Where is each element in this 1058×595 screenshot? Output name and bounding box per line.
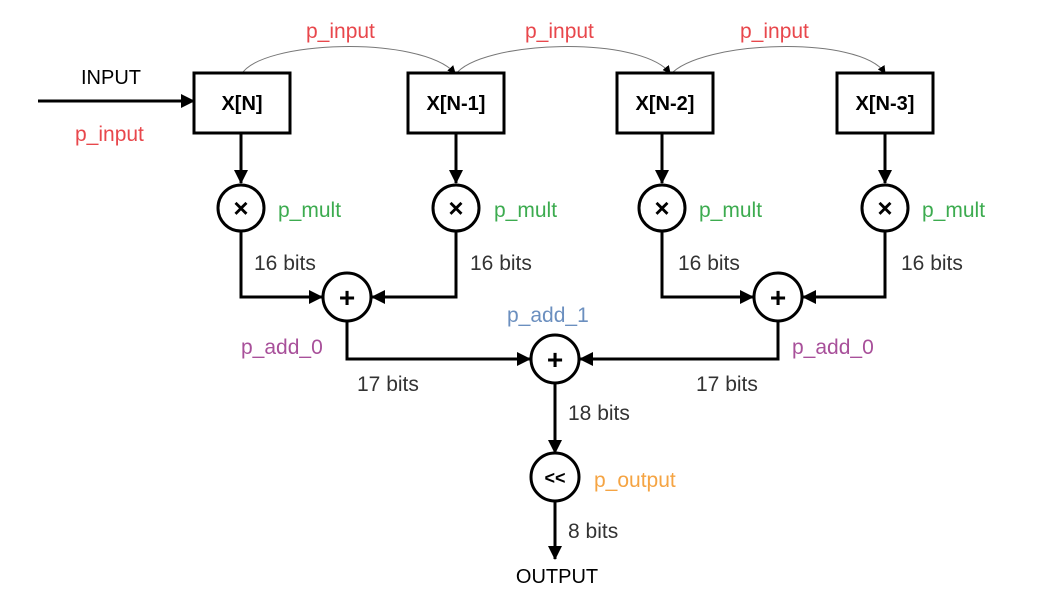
mult3-to-add0-right-path bbox=[802, 231, 887, 304]
bits-label-mult2: 16 bits bbox=[678, 252, 740, 275]
svg-text:+: + bbox=[339, 282, 355, 313]
register-x-n: X[N] bbox=[192, 71, 292, 135]
p-mult-label-2: p_mult bbox=[699, 199, 762, 222]
bits-label-add1: 18 bits bbox=[568, 402, 630, 425]
svg-text:×: × bbox=[877, 193, 892, 223]
adder-0-left: + bbox=[321, 271, 373, 323]
svg-text:X[N]: X[N] bbox=[221, 93, 262, 115]
multiplier-3: × bbox=[860, 183, 910, 233]
svg-text:X[N-2]: X[N-2] bbox=[636, 93, 695, 115]
p-input-label-1: p_input bbox=[306, 20, 375, 43]
output-label: OUTPUT bbox=[516, 566, 598, 588]
adder-0-right: + bbox=[752, 271, 804, 323]
bits-label-output: 8 bits bbox=[568, 520, 618, 543]
svg-text:×: × bbox=[233, 193, 248, 223]
adder-1: + bbox=[529, 333, 581, 385]
p-input-label-3: p_input bbox=[740, 20, 809, 43]
multiplier-0: × bbox=[216, 183, 266, 233]
multiplier-2: × bbox=[637, 183, 687, 233]
mult2-to-add0-right-path bbox=[660, 231, 754, 304]
svg-text:<<: << bbox=[544, 468, 565, 488]
p-mult-label-1: p_mult bbox=[494, 199, 557, 222]
register-x-n-1: X[N-1] bbox=[406, 71, 506, 135]
shifter: << bbox=[529, 451, 581, 503]
multiplier-1: × bbox=[431, 183, 481, 233]
bits-label-add0-right: 17 bits bbox=[696, 373, 758, 396]
bits-label-mult1: 16 bits bbox=[470, 252, 532, 275]
svg-text:×: × bbox=[654, 193, 669, 223]
p-input-label-2: p_input bbox=[525, 20, 594, 43]
delay-link-2-3 bbox=[669, 46, 886, 76]
svg-text:+: + bbox=[770, 282, 786, 313]
bits-label-mult0: 16 bits bbox=[254, 252, 316, 275]
p-add-0-label-left: p_add_0 bbox=[241, 336, 323, 359]
bits-label-mult3: 16 bits bbox=[901, 252, 963, 275]
register-x-n-3: X[N-3] bbox=[835, 71, 935, 135]
delay-link-1-2 bbox=[454, 46, 671, 76]
p-mult-label-0: p_mult bbox=[278, 199, 341, 222]
delay-link-0-1 bbox=[240, 46, 456, 76]
mult1-to-add0-left-path bbox=[371, 231, 458, 304]
p-output-label: p_output bbox=[594, 469, 676, 492]
svg-text:X[N-1]: X[N-1] bbox=[427, 93, 486, 115]
register-x-n-2: X[N-2] bbox=[615, 71, 715, 135]
add0-right-to-add1-path bbox=[579, 321, 780, 366]
svg-text:+: + bbox=[547, 344, 563, 375]
bits-label-add0-left: 17 bits bbox=[357, 373, 419, 396]
svg-text:X[N-3]: X[N-3] bbox=[856, 93, 915, 115]
svg-text:×: × bbox=[448, 193, 463, 223]
add0-left-to-add1-path bbox=[345, 321, 531, 366]
input-label: INPUT bbox=[81, 67, 141, 89]
p-input-label-left: p_input bbox=[75, 123, 144, 146]
p-add-0-label-right: p_add_0 bbox=[792, 336, 874, 359]
p-mult-label-3: p_mult bbox=[922, 199, 985, 222]
p-add-1-label: p_add_1 bbox=[507, 304, 589, 327]
mult0-to-add0-left-path bbox=[239, 231, 323, 304]
